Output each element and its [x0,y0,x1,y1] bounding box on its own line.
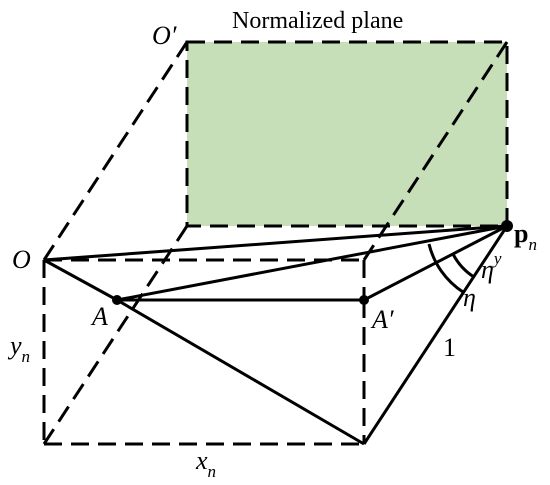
label-yn: yn [7,331,30,366]
normalized-plane [187,42,507,226]
label-a: A [90,302,108,331]
edge-plane-bottom-left-diag [42,225,189,445]
line-o-a [43,258,118,302]
label-a-prime: A′ [370,305,394,334]
line-a-pn [116,224,508,302]
label-eta-y: ηy [481,249,502,284]
label-o: O [12,245,31,274]
label-xn-main: x [195,446,208,475]
point-aprime [359,295,369,305]
line-o-pn [43,224,508,262]
edge-oprime-o [42,41,189,261]
label-yn-main: y [7,331,22,360]
angle-arc-eta [451,253,475,279]
label-xn-sub: n [208,462,217,481]
point-pn [501,220,513,232]
label-yn-sub: n [22,347,31,366]
label-eta-y-sup: y [492,249,502,268]
angle-arc-eta-y [427,243,464,294]
label-o-prime: O′ [152,21,177,50]
line-bottom-right-pn [362,225,509,445]
line-a-bottom-right [116,298,365,446]
label-pn: pn [514,219,537,254]
label-eta-y-main: η [481,255,494,284]
point-a [112,295,122,305]
label-one: 1 [443,333,456,362]
plane-title: Normalized plane [232,8,403,34]
label-xn: xn [195,446,216,481]
label-pn-main: p [514,219,528,248]
label-pn-sub: n [528,235,537,254]
edge-plane-top-right-diag [362,41,509,261]
label-eta: η [463,283,476,312]
